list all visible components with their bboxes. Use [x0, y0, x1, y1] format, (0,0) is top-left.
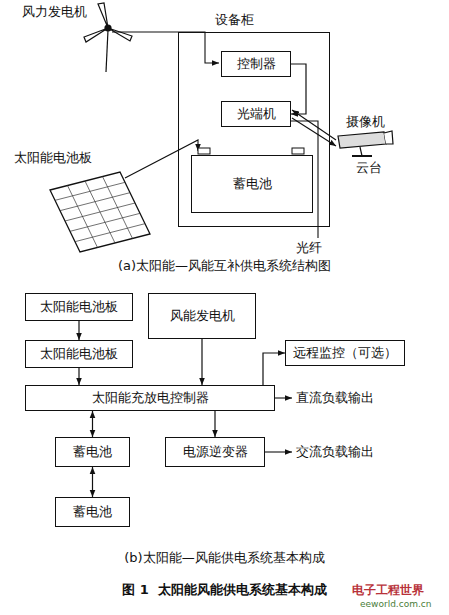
- box-text: 光端机: [237, 106, 276, 122]
- connector: [78, 368, 79, 385]
- output-label: 交流负载输出: [296, 444, 374, 460]
- box-text: 蓄电池: [73, 444, 112, 460]
- part-label: 光纤: [296, 240, 322, 256]
- charge-controller-box: 太阳能充放电控制器: [25, 385, 275, 411]
- cabinet-box: 设备柜控制器光端机蓄电池: [178, 32, 330, 227]
- battery-terminal: [198, 148, 304, 154]
- part-label: 云台: [356, 160, 382, 176]
- solar-panel: [50, 172, 150, 252]
- optical-terminal-box: 光端机: [221, 101, 291, 127]
- box-text: 电源逆变器: [183, 444, 248, 460]
- wind-generator-box: 风能发电机: [148, 293, 256, 339]
- wind-turbine: [84, 3, 132, 72]
- battery-box: 蓄电池: [191, 155, 313, 213]
- controller-box: 控制器: [221, 51, 291, 77]
- box-text: 风能发电机: [170, 308, 235, 324]
- battery-box: 蓄电池: [55, 437, 130, 467]
- part-label: 摄像机: [346, 114, 385, 130]
- cabinet-heading: 设备柜: [215, 12, 254, 28]
- box-text: 太阳能电池板: [40, 299, 118, 315]
- inverter-box: 电源逆变器: [165, 437, 265, 467]
- box-text: 蓄电池: [233, 176, 272, 192]
- connector: [92, 411, 93, 437]
- figure-caption: 图 1 太阳能风能供电系统基本构成: [0, 582, 449, 598]
- watermark: eeworld.com.cn: [360, 599, 431, 610]
- connector: [291, 64, 306, 114]
- battery-box: 蓄电池: [55, 497, 130, 527]
- connector: [214, 411, 215, 437]
- solar-panel-box: 太阳能电池板: [25, 293, 133, 321]
- output-label: 直流负载输出: [296, 390, 374, 406]
- subfigure-caption: (b)太阳能—风能供电系统基本构成: [0, 550, 449, 566]
- box-text: 蓄电池: [73, 504, 112, 520]
- monitor-box: 远程监控（可选）: [285, 340, 405, 366]
- camera: [338, 131, 393, 156]
- box-text: 太阳能充放电控制器: [92, 390, 209, 406]
- connector: [263, 353, 285, 385]
- box-text: 远程监控（可选）: [293, 345, 397, 361]
- part-label: 太阳能电池板: [14, 150, 92, 166]
- connector: [201, 339, 202, 385]
- subfigure-caption: (a)太阳能—风能互补供电系统结构图: [0, 258, 449, 274]
- part-label: 风力发电机: [22, 4, 87, 20]
- box-text: 控制器: [237, 56, 276, 72]
- connector: [78, 321, 79, 340]
- connector: [92, 467, 93, 497]
- watermark: 电子工程世界: [352, 583, 424, 597]
- solar-panel-box: 太阳能电池板: [25, 340, 133, 368]
- box-text: 太阳能电池板: [40, 346, 118, 362]
